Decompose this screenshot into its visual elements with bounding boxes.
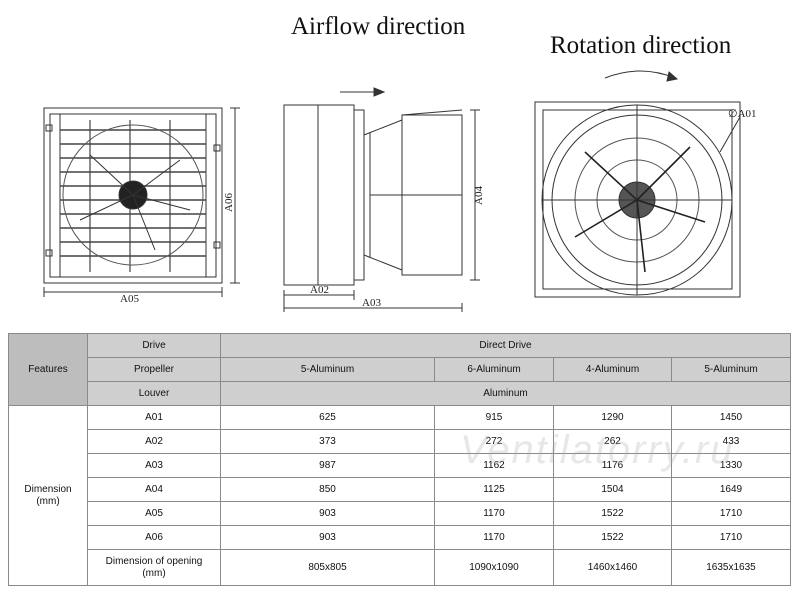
row-name: A01 <box>87 405 221 430</box>
table-cell: 1635x1635 <box>671 549 791 586</box>
table-row: A04 850 1125 1504 1649 <box>9 477 791 502</box>
louver-value: Aluminum <box>220 381 791 406</box>
table-cell: 433 <box>671 429 791 454</box>
table-cell: 1170 <box>434 525 554 550</box>
propeller-cell: 4-Aluminum <box>553 357 672 382</box>
table-cell: 1450 <box>671 405 791 430</box>
rotation-view-drawing: ∅A01 <box>534 70 757 298</box>
table-cell: 850 <box>220 477 435 502</box>
table-cell: 1290 <box>553 405 672 430</box>
table-cell: 1170 <box>434 501 554 526</box>
drive-row: Features Drive Direct Drive <box>8 333 791 406</box>
a05-label: A05 <box>120 293 139 305</box>
drive-value: Direct Drive <box>220 333 791 358</box>
row-name: A04 <box>87 477 221 502</box>
airflow-direction-caption: Airflow direction <box>291 13 466 40</box>
propeller-label: Propeller <box>87 357 221 382</box>
propeller-cell: 5-Aluminum <box>671 357 791 382</box>
row-name: A02 <box>87 429 221 454</box>
table-row: A02 373 272 262 433 <box>9 429 791 454</box>
features-label: Features <box>8 333 88 406</box>
propeller-cell: 5-Aluminum <box>220 357 435 382</box>
table-cell: 1649 <box>671 477 791 502</box>
table-cell: 1162 <box>434 453 554 478</box>
opening-label-line2: (mm) <box>142 567 166 579</box>
louver-row: Louver Aluminum <box>9 381 791 406</box>
opening-label-line1: Dimension of opening <box>105 555 203 567</box>
spec-table: Features Drive Direct Drive Propeller 5-… <box>8 333 791 586</box>
table-cell: 1330 <box>671 453 791 478</box>
a03-label: A03 <box>362 297 381 309</box>
dimension-label-line1: Dimension <box>24 483 72 495</box>
table-cell: 1176 <box>553 453 672 478</box>
table-cell: 903 <box>220 501 435 526</box>
side-view-drawing: A02 A03 A04 <box>283 87 485 312</box>
dimension-label-line2: (mm) <box>36 495 60 507</box>
table-cell: 1522 <box>553 501 672 526</box>
a02-label: A02 <box>310 284 329 296</box>
rotation-direction-caption: Rotation direction <box>550 32 732 59</box>
table-row: A05 903 1170 1522 1710 <box>9 501 791 526</box>
table-cell: 272 <box>434 429 554 454</box>
table-row: A06 903 1170 1522 1710 <box>9 525 791 550</box>
opening-row: Dimension of opening(mm) 805x805 1090x10… <box>9 549 791 586</box>
table-cell: 1090x1090 <box>434 549 554 586</box>
row-name: A06 <box>87 525 221 550</box>
table-cell: 915 <box>434 405 554 430</box>
table-cell: 1125 <box>434 477 554 502</box>
a06-label: A06 <box>223 193 235 212</box>
row-name: A03 <box>87 453 221 478</box>
opening-label: Dimension of opening(mm) <box>87 549 221 586</box>
table-cell: 805x805 <box>220 549 435 586</box>
table-row: Dimension(mm) A01 625 915 1290 1450 <box>8 405 791 586</box>
a01-label: ∅A01 <box>728 108 757 120</box>
table-row: A03 987 1162 1176 1330 <box>9 453 791 478</box>
table-cell: 625 <box>220 405 435 430</box>
propeller-row: Propeller 5-Aluminum 6-Aluminum 4-Alumin… <box>9 357 791 382</box>
table-cell: 1460x1460 <box>553 549 672 586</box>
drive-label: Drive <box>87 333 221 358</box>
table-cell: 1504 <box>553 477 672 502</box>
louver-label: Louver <box>87 381 221 406</box>
propeller-cell: 6-Aluminum <box>434 357 554 382</box>
a04-label: A04 <box>473 186 485 205</box>
front-view-drawing: A05 A06 <box>43 107 240 305</box>
dimension-label: Dimension(mm) <box>8 405 88 586</box>
table-cell: 1710 <box>671 525 791 550</box>
table-cell: 373 <box>220 429 435 454</box>
table-cell: 1522 <box>553 525 672 550</box>
row-name: A05 <box>87 501 221 526</box>
table-cell: 1710 <box>671 501 791 526</box>
table-cell: 987 <box>220 453 435 478</box>
table-cell: 903 <box>220 525 435 550</box>
table-cell: 262 <box>553 429 672 454</box>
